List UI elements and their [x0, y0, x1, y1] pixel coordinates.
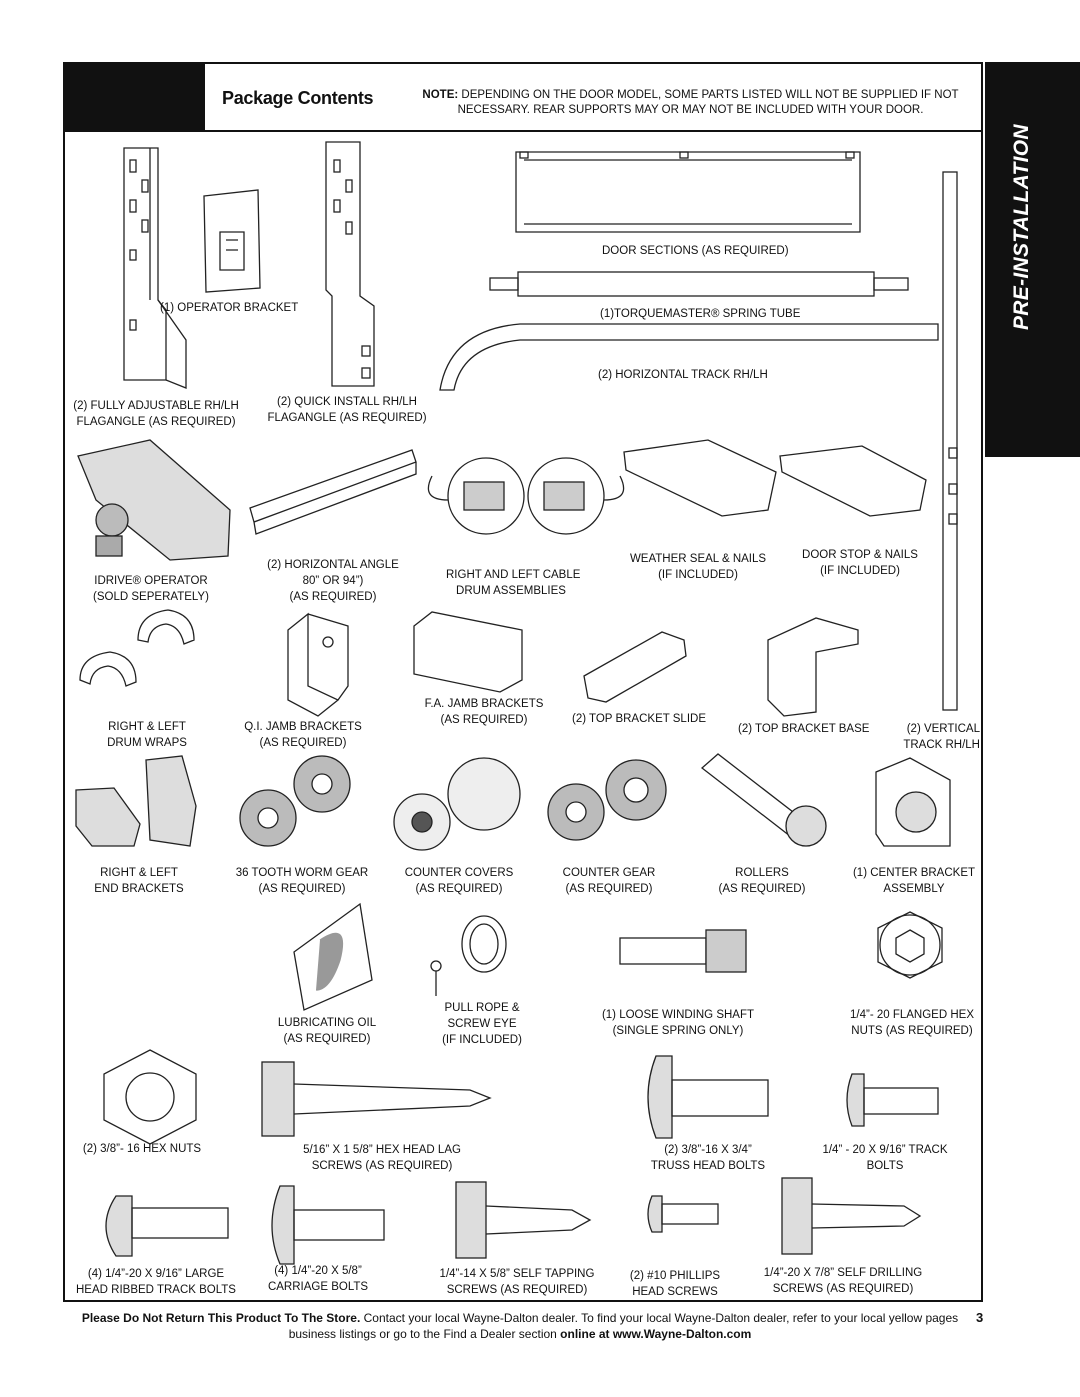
label-qi-jamb: Q.I. JAMB BRACKETS(AS REQUIRED) [244, 721, 362, 749]
footer-text: Please Do Not Return This Product To The… [70, 1310, 970, 1342]
winding-shaft-icon [619, 929, 747, 973]
operator-bracket-icon [203, 189, 261, 293]
door-section-icon [515, 151, 861, 233]
header-note: NOTE: DEPENDING ON THE DOOR MODEL, SOME … [408, 88, 973, 118]
label-winding-shaft: (1) LOOSE WINDING SHAFT(SINGLE SPRING ON… [601, 1009, 755, 1037]
top-bracket-base-icon [767, 617, 859, 717]
side-tab [985, 62, 1080, 457]
label-carriage-bolts: (4) 1/4”-20 X 5/8”CARRIAGE BOLTS [267, 1265, 369, 1293]
label-worm-gear: 36 TOOTH WORM GEAR(AS REQUIRED) [235, 867, 369, 895]
page-frame [63, 62, 983, 1302]
label-truss-bolts: (2) 3/8”-16 X 3/4”TRUSS HEAD BOLTS [650, 1144, 766, 1172]
carriage-bolt-icon [271, 1185, 385, 1265]
label-lubricating-oil: LUBRICATING OIL(AS REQUIRED) [277, 1017, 377, 1045]
note-text: DEPENDING ON THE DOOR MODEL, SOME PARTS … [457, 89, 959, 116]
fa-jamb-bracket-icon [413, 611, 523, 693]
quick-install-flagangle-icon [325, 141, 375, 387]
end-brackets-icon [75, 755, 197, 847]
label-idrive: IDRIVE® OPERATOR(SOLD SEPERATELY) [93, 575, 209, 603]
label-rollers: ROLLERS(AS REQUIRED) [718, 867, 806, 895]
center-bracket-icon [875, 757, 951, 847]
weather-seal-icon [623, 439, 777, 517]
horizontal-angle-icon [249, 449, 417, 535]
qi-jamb-bracket-icon [287, 612, 349, 717]
ribbed-track-bolt-icon [105, 1195, 229, 1257]
label-top-bracket-base: (2) TOP BRACKET BASE [738, 723, 870, 735]
hex-nut-icon [103, 1049, 197, 1145]
label-pull-rope: PULL ROPE &SCREW EYE(IF INCLUDED) [442, 1002, 522, 1046]
fully-adjustable-flagangle-icon [123, 147, 187, 389]
label-horizontal-track: (2) HORIZONTAL TRACK RH/LH [598, 369, 768, 381]
label-door-stop: DOOR STOP & NAILS(IF INCLUDED) [802, 549, 918, 577]
idrive-operator-icon [77, 439, 231, 561]
label-counter-covers: COUNTER COVERS(AS REQUIRED) [404, 867, 514, 895]
roller-icon [700, 753, 827, 847]
footer-website[interactable]: online at www.Wayne-Dalton.com [560, 1327, 752, 1341]
footer-body: Contact your local Wayne-Dalton dealer. … [288, 1311, 959, 1341]
page-title: Package Contents [222, 88, 374, 108]
label-top-bracket-slide: (2) TOP BRACKET SLIDE [572, 713, 707, 725]
label-fa-jamb: F.A. JAMB BRACKETS(AS REQUIRED) [424, 698, 544, 726]
pull-rope-icon [430, 915, 507, 996]
door-stop-icon [779, 445, 927, 517]
vertical-track-icon [942, 171, 958, 711]
worm-gear-icon [239, 755, 351, 847]
spring-tube-icon [489, 271, 909, 297]
label-operator-bracket: (1) OPERATOR BRACKET [160, 302, 299, 314]
label-spring-tube: (1)TORQUEMASTER® SPRING TUBE [600, 308, 801, 320]
drum-wraps-icon [79, 609, 195, 687]
track-bolt-icon [846, 1073, 939, 1127]
label-hex-nuts: (2) 3/8”- 16 HEX NUTS [82, 1143, 202, 1155]
header-black-block [65, 64, 205, 131]
flanged-hex-nut-icon [877, 911, 943, 979]
horizontal-track-icon [439, 323, 939, 391]
lag-screw-icon [261, 1061, 492, 1137]
phillips-screw-icon [647, 1195, 719, 1233]
label-weather-seal: WEATHER SEAL & NAILS(IF INCLUDED) [629, 553, 767, 581]
header-divider [65, 130, 981, 132]
label-door-sections: DOOR SECTIONS (AS REQUIRED) [602, 245, 789, 257]
counter-gear-icon [547, 759, 667, 841]
truss-head-bolt-icon [647, 1055, 769, 1139]
top-bracket-slide-icon [583, 631, 687, 703]
cable-drum-assemblies-icon [427, 457, 625, 535]
label-counter-gear: COUNTER GEAR(AS REQUIRED) [562, 867, 656, 895]
lubricating-oil-icon [293, 902, 373, 1011]
self-drilling-screw-icon [781, 1177, 922, 1255]
counter-covers-icon [393, 757, 521, 851]
note-prefix: NOTE: [422, 89, 459, 101]
self-tapping-screw-icon [455, 1181, 592, 1259]
page-number: 3 [976, 1310, 984, 1325]
footer-bold: Please Do Not Return This Product To The… [81, 1311, 361, 1325]
